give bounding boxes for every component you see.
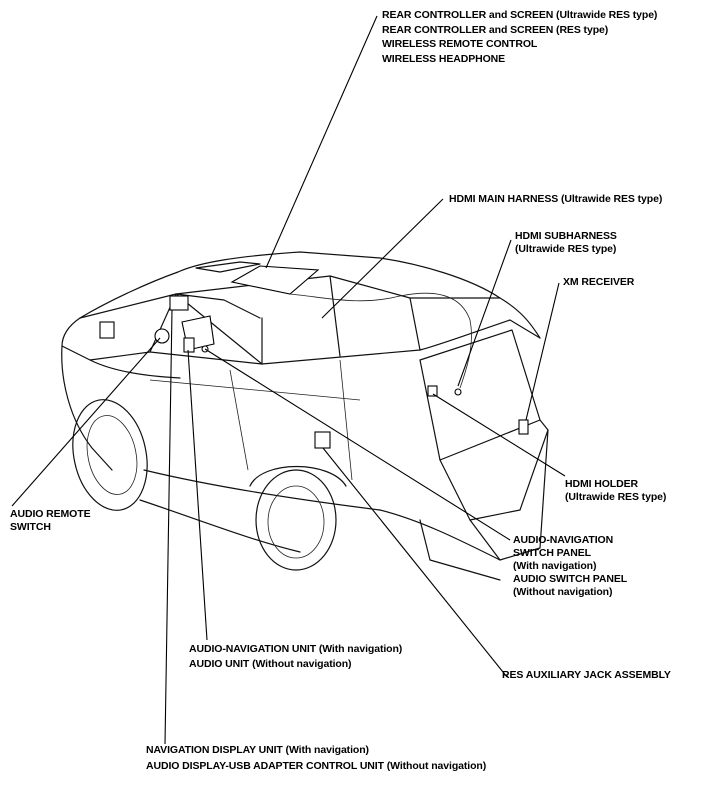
label-line: HDMI MAIN HARNESS (Ultrawide RES type) xyxy=(449,193,663,205)
label-hdmi-holder: HDMI HOLDER (Ultrawide RES type) xyxy=(565,478,666,504)
label-line: (With navigation) xyxy=(513,560,597,572)
label-line: AUDIO-NAVIGATION xyxy=(513,534,614,546)
label-hdmi-subharness: HDMI SUBHARNESS (Ultrawide RES type) xyxy=(515,230,617,256)
minivan-illustration xyxy=(61,251,549,581)
label-line: (Ultrawide RES type) xyxy=(515,243,617,255)
label-line: AUDIO DISPLAY-USB ADAPTER CONTROL UNIT (… xyxy=(146,760,487,772)
label-line: AUDIO-NAVIGATION UNIT (With navigation) xyxy=(189,643,403,655)
label-line: AUDIO REMOTE xyxy=(10,508,91,520)
label-line: AUDIO UNIT (Without navigation) xyxy=(189,658,352,670)
label-line: HDMI HOLDER xyxy=(565,478,638,490)
label-line: WIRELESS HEADPHONE xyxy=(382,52,506,65)
label-line: SWITCH xyxy=(10,521,51,533)
label-audio-nav-switch-panel: AUDIO-NAVIGATION SWITCH PANEL (With navi… xyxy=(513,534,627,599)
label-res-aux-jack: RES AUXILIARY JACK ASSEMBLY xyxy=(502,669,671,682)
label-nav-display-unit: NAVIGATION DISPLAY UNIT (With navigation… xyxy=(146,742,486,774)
label-line: REAR CONTROLLER and SCREEN (Ultrawide RE… xyxy=(382,9,658,21)
label-line: (Ultrawide RES type) xyxy=(565,491,667,503)
label-line: RES AUXILIARY JACK ASSEMBLY xyxy=(502,669,671,681)
label-line: AUDIO SWITCH PANEL xyxy=(513,573,628,585)
label-audio-nav-unit: AUDIO-NAVIGATION UNIT (With navigation) … xyxy=(189,642,402,672)
label-line: (Without navigation) xyxy=(513,586,613,598)
label-line: SWITCH PANEL xyxy=(513,547,591,559)
label-line: HDMI SUBHARNESS xyxy=(515,230,617,242)
label-line: XM RECEIVER xyxy=(563,276,635,288)
label-line: WIRELESS REMOTE CONTROL xyxy=(382,38,538,50)
label-hdmi-main-harness: HDMI MAIN HARNESS (Ultrawide RES type) xyxy=(449,193,662,206)
label-xm-receiver: XM RECEIVER xyxy=(563,276,634,289)
label-line: REAR CONTROLLER and SCREEN (RES type) xyxy=(382,23,609,36)
label-rear-controller: REAR CONTROLLER and SCREEN (Ultrawide RE… xyxy=(382,8,657,66)
label-audio-remote-switch: AUDIO REMOTE SWITCH xyxy=(10,508,91,534)
label-line: NAVIGATION DISPLAY UNIT (With navigation… xyxy=(146,744,369,756)
leader-lines xyxy=(11,15,566,745)
